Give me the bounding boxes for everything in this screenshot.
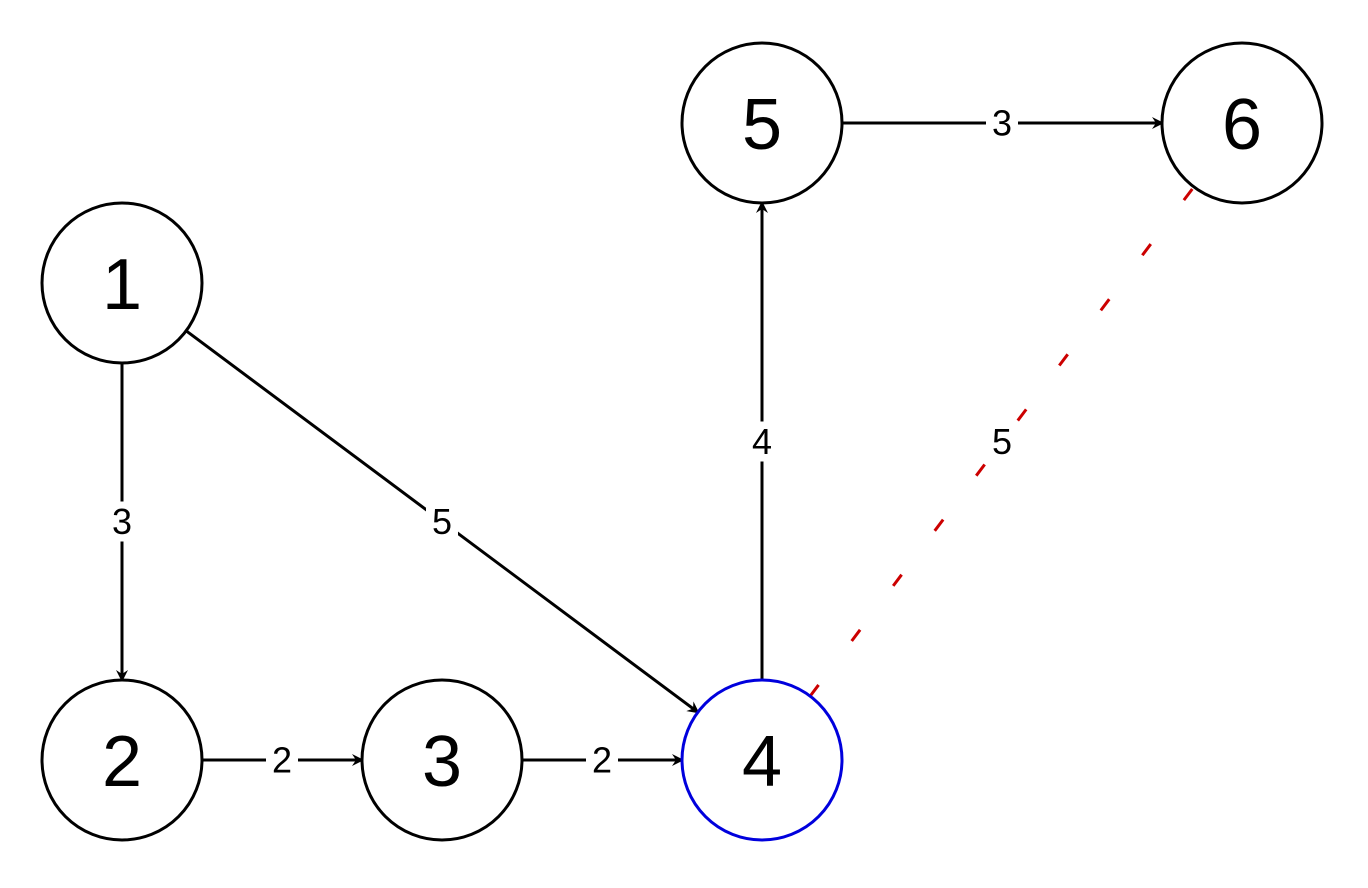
node-circle (360, 678, 524, 842)
nodes-layer: 1 2 3 4 5 6 (40, 41, 1324, 842)
node-label: 5 (742, 85, 782, 165)
edge-weight-label: 5 (992, 421, 1012, 462)
edge-label-background (986, 421, 1018, 462)
node-circle (680, 41, 844, 205)
edge-5-6: 3 (842, 103, 1164, 144)
node-1: 1 (40, 201, 204, 365)
node-circle (40, 201, 204, 365)
edge-3-4: 2 (522, 740, 684, 781)
edge-weight-label: 3 (112, 501, 132, 542)
node-label: 1 (102, 245, 142, 325)
edges-layer: 3 5 2 2 4 3 5 (106, 103, 1196, 781)
edge-2-3: 2 (202, 740, 364, 781)
edge-label-background (746, 421, 778, 462)
node-5: 5 (680, 41, 844, 205)
edge-weight-label: 5 (432, 501, 452, 542)
edge-label-background (586, 740, 618, 780)
node-label: 6 (1222, 85, 1262, 165)
edge-label-background (426, 501, 458, 542)
edge-1-4: 5 (185, 329, 700, 714)
node-label: 2 (102, 722, 142, 802)
node-6: 6 (1160, 41, 1324, 205)
edge-weight-label: 2 (272, 740, 292, 781)
node-circle (40, 678, 204, 842)
edge-label-background (106, 501, 138, 542)
edge-4-6: 5 (808, 185, 1196, 698)
node-label: 4 (742, 722, 782, 802)
node-circle (680, 678, 844, 842)
edge-label-background (266, 740, 298, 780)
node-3: 3 (360, 678, 524, 842)
node-2: 2 (40, 678, 204, 842)
node-label: 3 (422, 722, 462, 802)
edge-label-background (986, 103, 1018, 143)
edge-weight-label: 2 (592, 740, 612, 781)
edge-4-5: 4 (746, 201, 778, 680)
edge-1-2: 3 (106, 363, 138, 682)
node-circle (1160, 41, 1324, 205)
node-4: 4 (680, 678, 844, 842)
edge-weight-label: 4 (752, 421, 772, 462)
edge-weight-label: 3 (992, 103, 1012, 144)
